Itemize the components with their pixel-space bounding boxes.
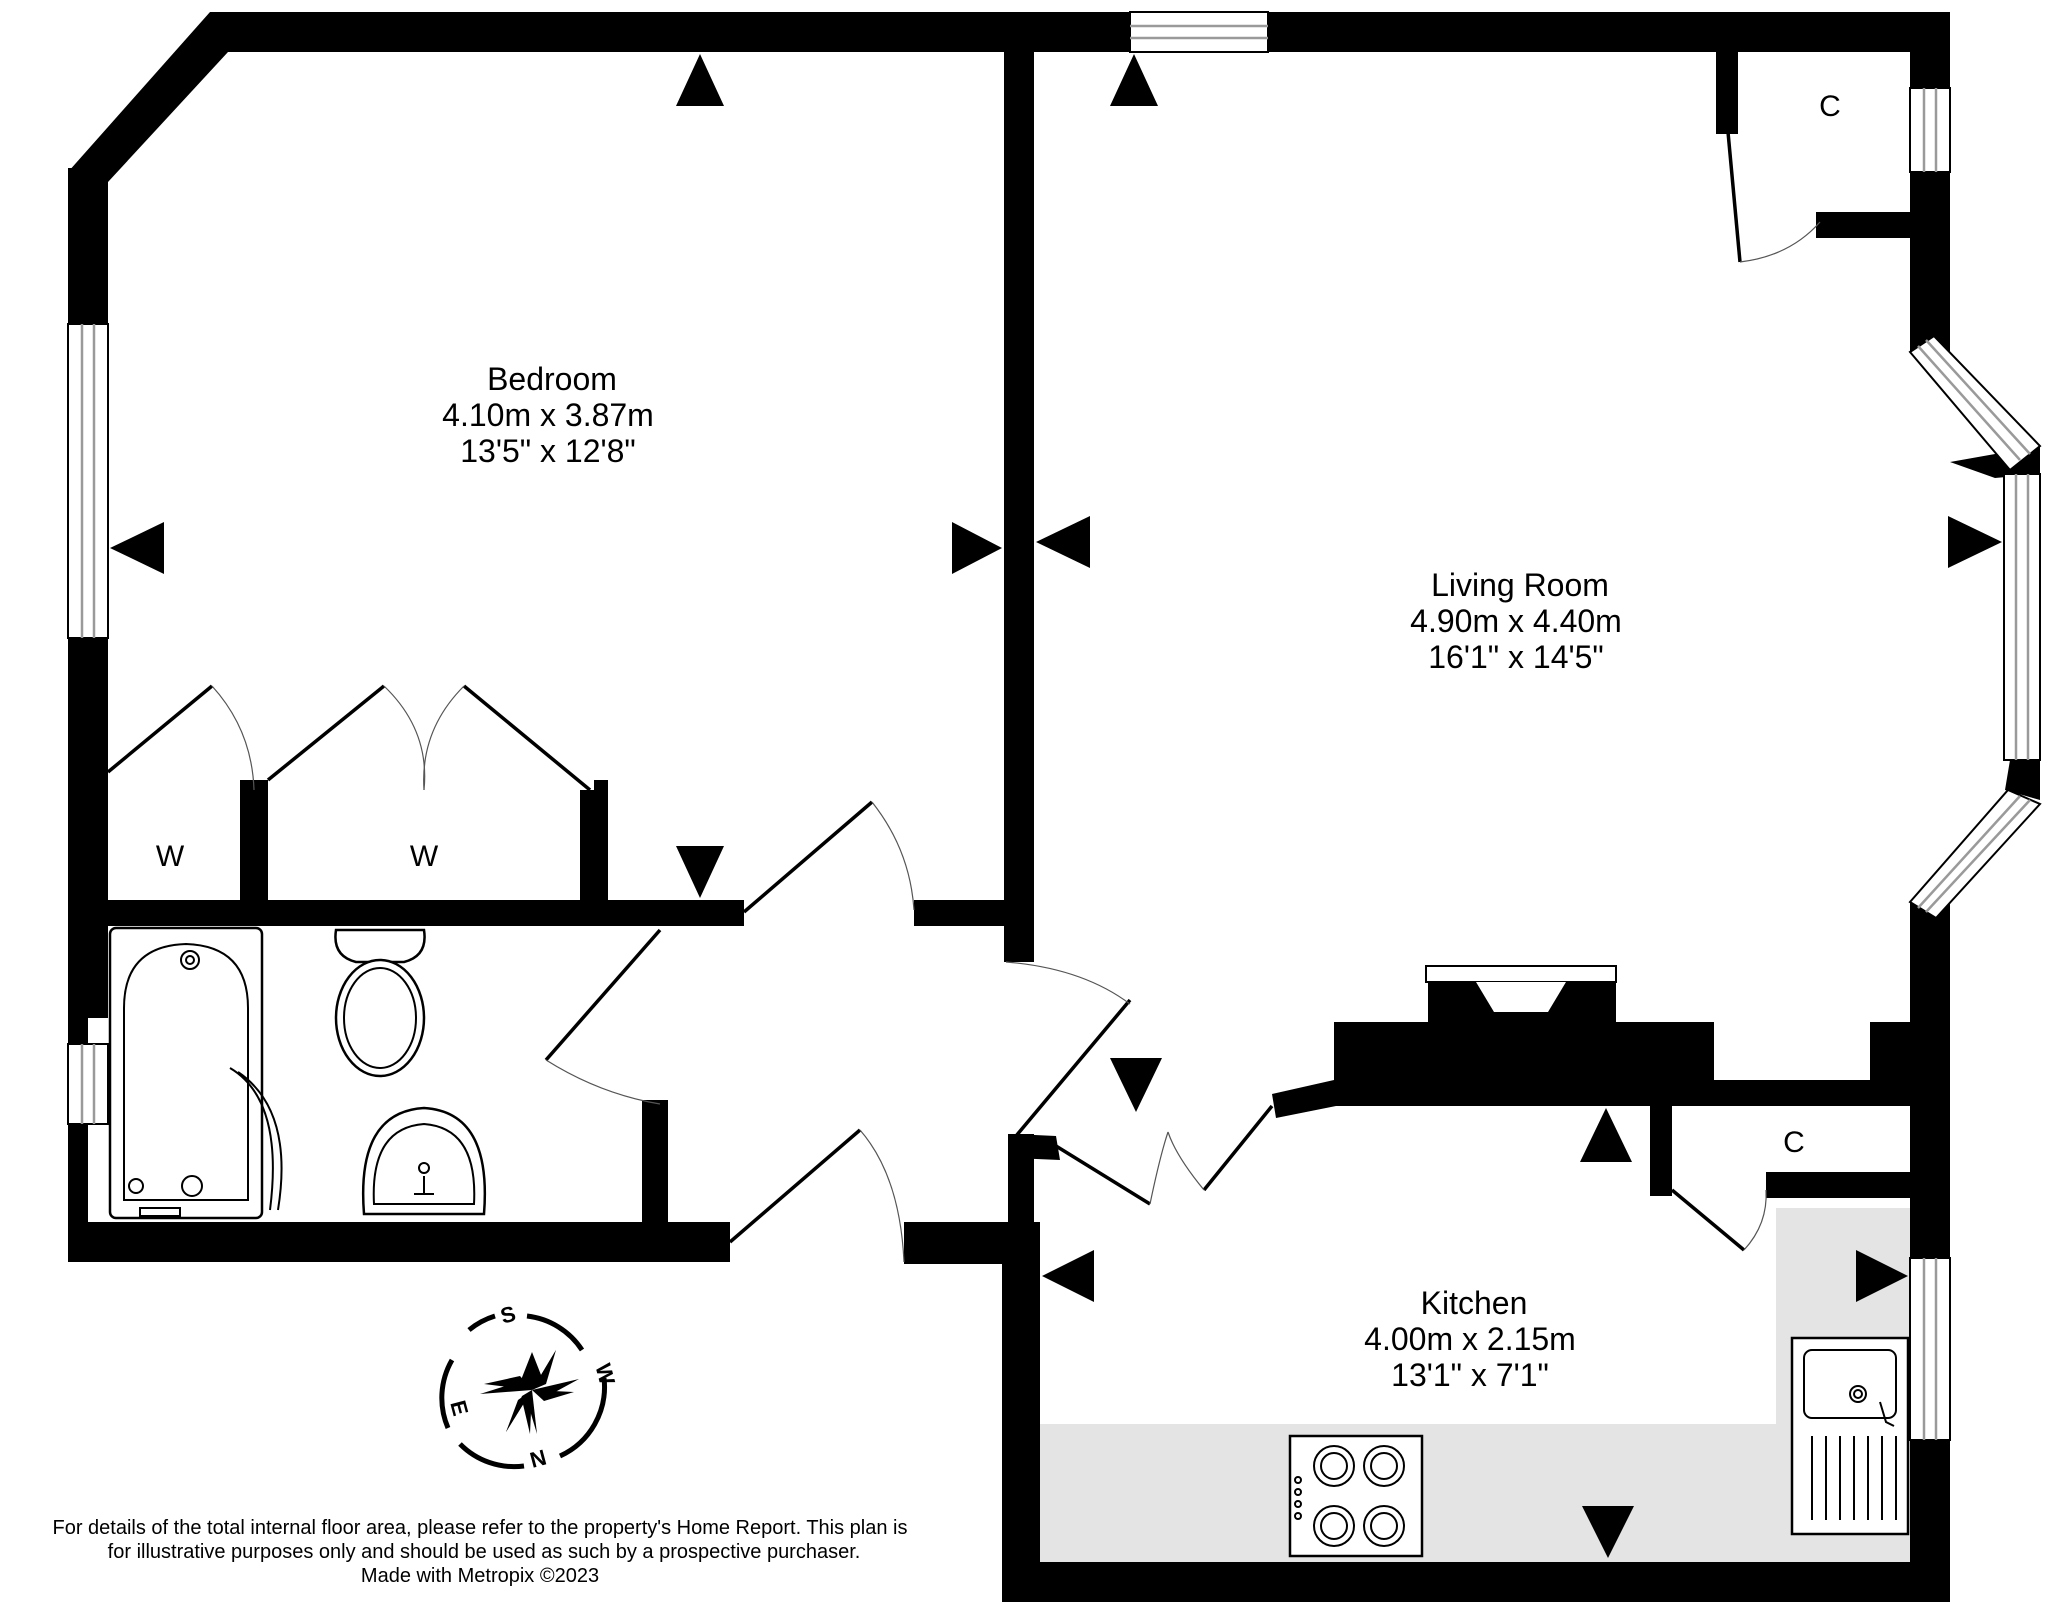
cupboard-label-kitchen: C [1783,1126,1805,1159]
compass-w: W [590,1361,620,1388]
arrow-kitchen-left [1042,1250,1094,1302]
hob [1288,1434,1424,1558]
walls [68,12,2040,1602]
compass-star-icon [480,1350,579,1434]
arrow-living-top [1110,54,1158,106]
footer-line-2: for illustrative purposes only and shoul… [108,1541,861,1563]
living-room-metric: 4.90m x 4.40m [1410,603,1622,639]
fireplace [1425,965,1617,1022]
arrow-kitchen-top [1580,1108,1632,1162]
compass: S W N E [439,1301,620,1473]
bedroom-metric: 4.10m x 3.87m [442,397,654,433]
windows [67,11,2042,1441]
compass-e: E [445,1398,473,1419]
bedroom-imperial: 13'5" x 12'8" [460,433,636,469]
bedroom-name: Bedroom [487,361,617,397]
footer-line-3: Made with Metropix ©2023 [361,1565,599,1587]
footer-line-1: For details of the total internal floor … [53,1517,908,1539]
toilet [334,928,426,1078]
compass-n: N [527,1445,549,1473]
wardrobe-label-1: W [156,840,185,873]
arrow-bedroom-bottom [676,846,724,898]
kitchen-metric: 4.00m x 2.15m [1364,1321,1576,1357]
measurement-arrows [110,54,2002,1558]
arrow-kitchen-bottom [1582,1506,1634,1558]
wardrobe-label-2: W [410,840,439,873]
arrow-bedroom-top [676,54,724,106]
arrow-living-left [1036,516,1090,568]
arrow-bedroom-left [110,522,164,574]
bathtub [108,926,283,1220]
living-room-imperial: 16'1" x 14'5" [1428,639,1604,675]
compass-s: S [498,1301,519,1329]
arrow-kitchen-right [1856,1250,1908,1302]
living-room-name: Living Room [1431,567,1609,603]
arrow-living-bottom [1110,1058,1162,1112]
arrow-bedroom-right [952,522,1002,574]
kitchen-name: Kitchen [1421,1285,1528,1321]
cupboard-label-living: C [1819,90,1841,123]
arrow-living-right [1948,516,2002,568]
doors [106,131,1821,1263]
kitchen-imperial: 13'1" x 7'1" [1391,1357,1549,1393]
sink [1790,1336,1910,1536]
basin [361,1106,487,1216]
